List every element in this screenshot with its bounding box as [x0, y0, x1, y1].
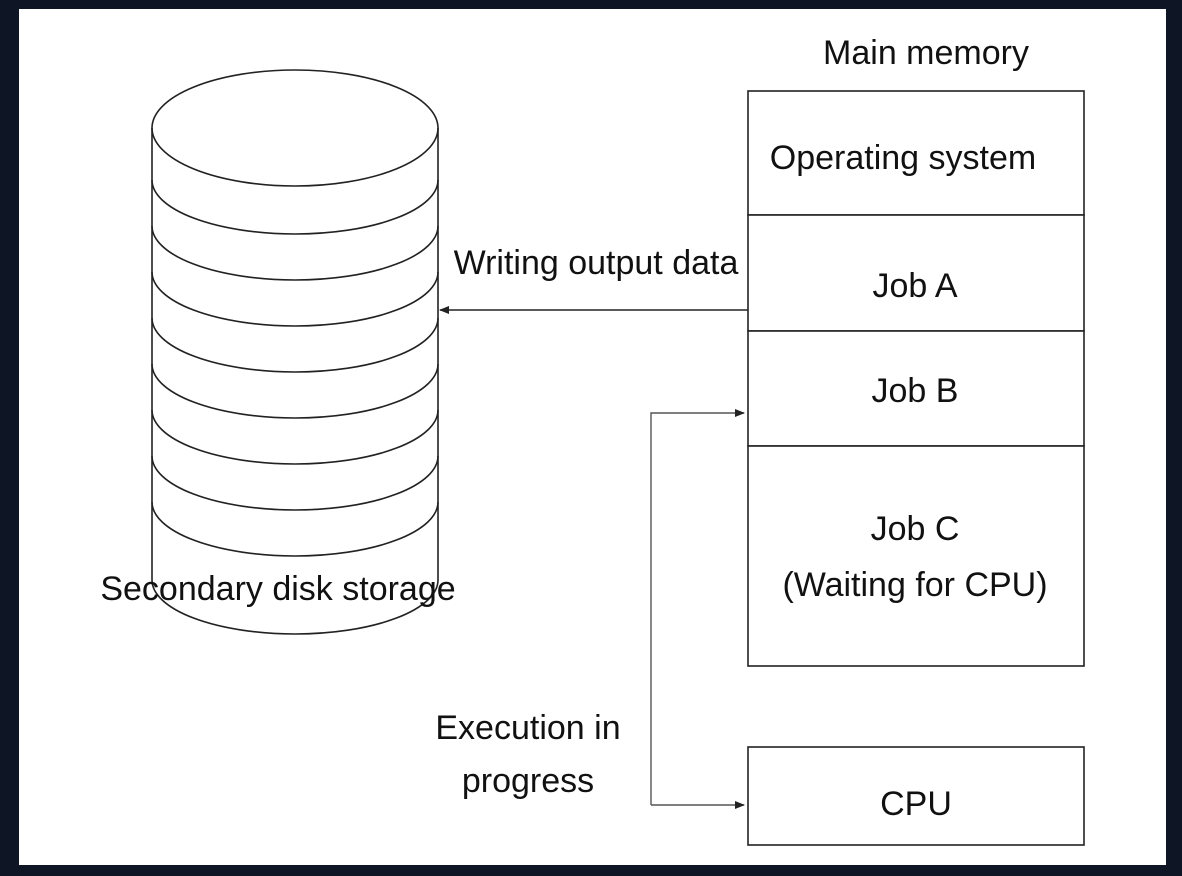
write-arrow-label: Writing output data	[454, 244, 739, 282]
cpu-label: CPU	[880, 785, 952, 823]
memory-block-job-a	[747, 214, 1085, 332]
memory-label-os: Operating system	[770, 139, 1036, 177]
main-memory-stack	[747, 90, 1085, 667]
disk-ring-1	[151, 179, 439, 235]
memory-label-job-c: Job C	[871, 510, 960, 548]
execution-arrow-to-job-b	[650, 409, 745, 805]
main-memory-title: Main memory	[823, 34, 1029, 72]
disk-body	[151, 128, 439, 635]
disk-ring-4	[151, 317, 439, 373]
memory-label-job-a: Job A	[872, 267, 957, 305]
disk-ring-6	[151, 409, 439, 465]
memory-label-job-b: Job B	[872, 372, 959, 410]
disk-ring-5	[151, 363, 439, 419]
disk-ring-3	[151, 271, 439, 327]
disk-ring-7	[151, 455, 439, 511]
disk-cylinder-icon	[151, 69, 439, 635]
memory-block-os	[747, 90, 1085, 216]
memory-sublabel-job-c: (Waiting for CPU)	[782, 566, 1047, 604]
disk-top	[151, 69, 439, 187]
cpu-box	[747, 746, 1085, 846]
disk-ring-8	[151, 501, 439, 557]
disk-label: Secondary disk storage	[100, 570, 455, 608]
memory-block-job-c	[747, 445, 1085, 667]
exec-label-line1: Execution in	[435, 709, 620, 747]
disk-ring-2	[151, 225, 439, 281]
exec-label-line2: progress	[462, 762, 594, 800]
